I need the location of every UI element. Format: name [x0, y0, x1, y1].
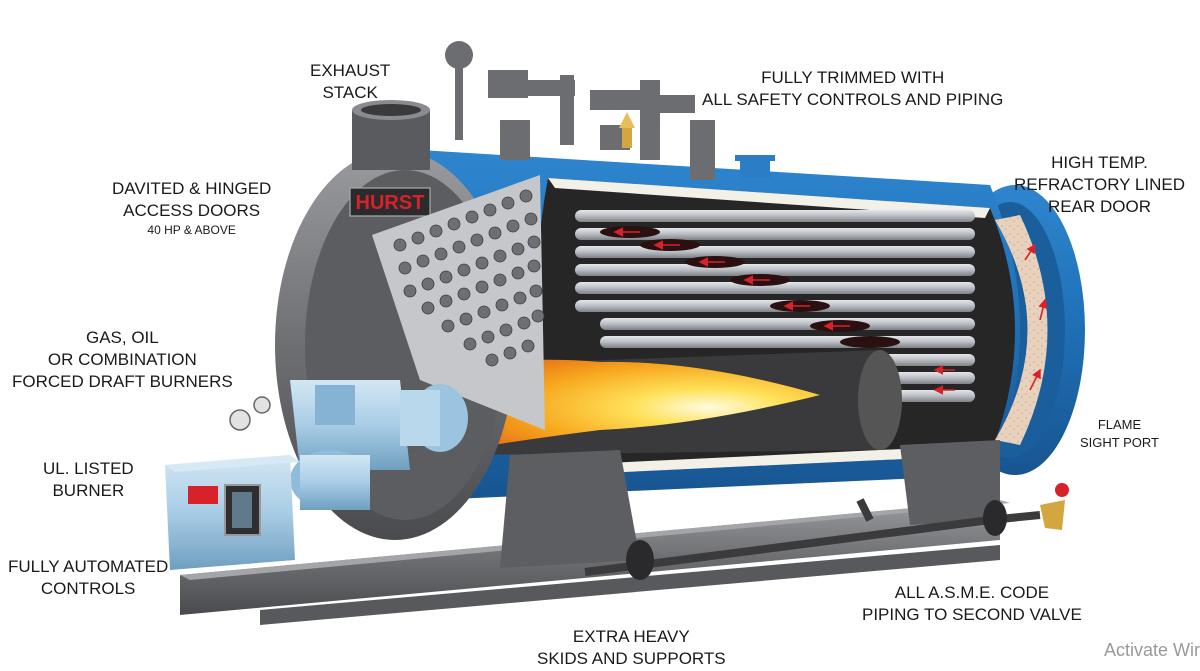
label-flame-port: FLAME SIGHT PORT — [1080, 417, 1159, 450]
label-exhaust-stack: EXHAUST STACK — [310, 61, 391, 102]
activate-windows-watermark: Activate Wir — [1103, 640, 1200, 660]
label-safety-controls: FULLY TRIMMED WITH ALL SAFETY CONTROLS A… — [702, 68, 1004, 109]
saddle-supports — [500, 440, 1000, 568]
label-listed-burner: UL. LISTED BURNER — [43, 459, 134, 500]
label-access-doors-note: 40 HP & ABOVE — [147, 223, 236, 237]
safety-valve — [619, 112, 635, 148]
label-burners: GAS, OIL OR COMBINATION FORCED DRAFT BUR… — [12, 328, 233, 391]
top-nozzles — [735, 155, 775, 178]
burner-assembly — [229, 380, 468, 510]
label-rear-door: HIGH TEMP. REFRACTORY LINED REAR DOOR — [1014, 153, 1185, 216]
svg-text:HURST: HURST — [356, 192, 425, 214]
hurst-nameplate: HURST — [349, 187, 431, 217]
piping-valves — [626, 483, 1069, 580]
fire-tubes — [575, 210, 975, 402]
refractory-door — [995, 215, 1048, 445]
control-panel — [165, 455, 300, 570]
label-access-doors: DAVITED & HINGED ACCESS DOORS 40 HP & AB… — [112, 179, 272, 237]
tube-sheet-holes — [393, 189, 545, 367]
flow-arrows — [613, 227, 1048, 395]
label-skids: EXTRA HEAVY SKIDS AND SUPPORTS — [537, 627, 726, 668]
exhaust-stack — [352, 100, 430, 170]
label-asme-piping: ALL A.S.M.E. CODE PIPING TO SECOND VALVE — [862, 583, 1082, 624]
label-automated-controls: FULLY AUTOMATED CONTROLS — [8, 557, 169, 598]
safety-controls-piping — [445, 41, 715, 180]
